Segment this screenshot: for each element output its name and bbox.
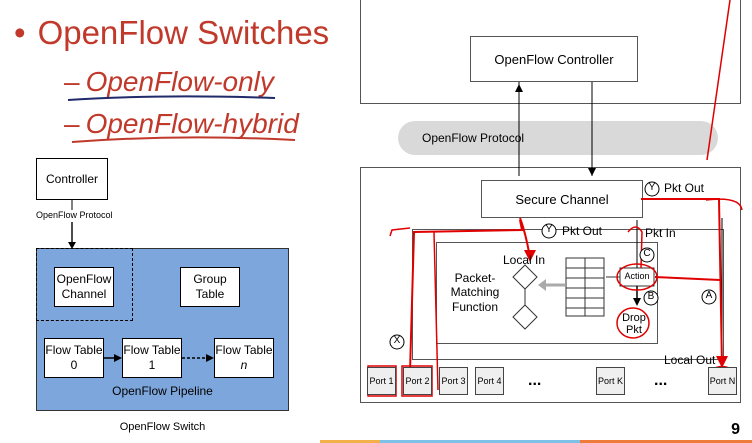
port-2: Port 2 bbox=[403, 367, 432, 395]
pipeline-label: OpenFlow Pipeline bbox=[112, 384, 213, 398]
sub-item-hybrid: –OpenFlow-hybrid bbox=[64, 108, 299, 139]
port-4: Port 4 bbox=[475, 367, 504, 395]
marker-b: B bbox=[647, 291, 655, 302]
port-3: Port 3 bbox=[439, 367, 468, 395]
port-n: Port N bbox=[708, 367, 737, 395]
slide-title: • OpenFlow Switches bbox=[14, 14, 329, 52]
openflow-protocol-pill: OpenFlow Protocol bbox=[398, 121, 718, 155]
flow-table-1: Flow Table 1 bbox=[122, 338, 182, 378]
drop-pkt-label: Drop Pkt bbox=[622, 312, 646, 337]
packet-matching-label: Packet-Matching Function bbox=[450, 271, 500, 314]
pkt-out-label-2: Pkt Out bbox=[562, 224, 603, 238]
local-out-label: Local Out bbox=[664, 353, 716, 367]
sub-item-only: –OpenFlow-only bbox=[64, 66, 274, 97]
title-text: OpenFlow Switches bbox=[37, 14, 330, 51]
page-number: 9 bbox=[731, 421, 740, 438]
openflow-protocol-label: OpenFlow Protocol bbox=[36, 210, 113, 220]
action-label: Action bbox=[624, 271, 650, 281]
matching-box bbox=[436, 242, 658, 344]
marker-a: A bbox=[705, 290, 713, 301]
openflow-controller-box: OpenFlow Controller bbox=[470, 36, 638, 82]
handwritten-underlines bbox=[67, 95, 296, 143]
marker-x: X bbox=[393, 335, 401, 346]
pkt-in-label: Pkt In bbox=[645, 226, 676, 240]
channel-dashed-region bbox=[36, 248, 133, 321]
local-in-label: Local In bbox=[503, 253, 546, 267]
secure-channel-box: Secure Channel bbox=[481, 180, 643, 218]
controller-box: Controller bbox=[36, 158, 108, 200]
bullet-dot: • bbox=[14, 14, 26, 51]
switch-label: OpenFlow Switch bbox=[119, 421, 206, 433]
ports-ellipsis-2: ... bbox=[654, 372, 668, 389]
flow-table-0: Flow Table 0 bbox=[44, 338, 104, 378]
port-k: Port K bbox=[596, 367, 625, 395]
flow-table-n: Flow Table n bbox=[214, 338, 274, 378]
group-table-box: Group Table bbox=[180, 267, 240, 307]
port-1: Port 1 bbox=[367, 367, 396, 395]
marker-y-1: Y bbox=[648, 182, 656, 193]
marker-c: C bbox=[643, 248, 651, 259]
marker-y-2: Y bbox=[545, 224, 553, 235]
pkt-out-label-1: Pkt Out bbox=[664, 181, 705, 195]
openflow-channel-box: OpenFlow Channel bbox=[54, 267, 114, 307]
ports-ellipsis-1: ... bbox=[528, 372, 542, 389]
